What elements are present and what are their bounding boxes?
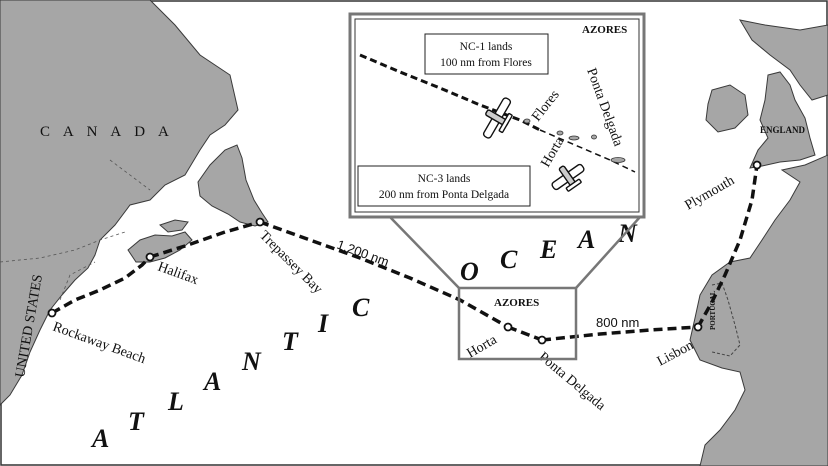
waypoint-trepassey	[255, 217, 265, 227]
route-waypoints	[47, 160, 762, 345]
great-britain	[749, 71, 816, 169]
route-rockaway-halifax	[51, 255, 152, 315]
provincial-borders	[0, 159, 151, 301]
ocean-letter: I	[317, 309, 329, 338]
country-label-canada: C A N A D A	[40, 124, 174, 140]
azores-locator-box	[457, 286, 578, 361]
ocean-letter: C	[352, 293, 370, 322]
ireland	[705, 84, 749, 133]
route-azores-lisbon	[541, 325, 699, 342]
country-label-portugal: PORTUGAL	[709, 290, 717, 330]
nc1-callout-box	[424, 33, 549, 75]
waypoint-ponta-delgada	[537, 335, 547, 345]
waypoint-rockaway	[47, 308, 57, 318]
inset-islands	[523, 118, 626, 163]
azores-inset: AZORES Flores Horta Ponta Delgada	[348, 12, 646, 219]
newfoundland	[197, 144, 269, 227]
waypoint-plymouth	[752, 160, 762, 170]
nc1-callout-line1: NC-1 lands	[460, 41, 513, 53]
inset-title: AZORES	[582, 24, 627, 36]
waypoint-lisbon	[693, 322, 703, 332]
route-halifax-trepassey	[149, 220, 261, 259]
country-label-england: ENGLAND	[760, 125, 806, 135]
inset-connector-lines	[389, 216, 641, 289]
waypoint-horta	[503, 322, 513, 332]
ocean-letter: T	[282, 327, 299, 356]
atlantic-ocean-label: A T L A N T I C O C E A N	[90, 219, 638, 453]
nc1-plane-icon	[482, 97, 513, 139]
north-america-landmass	[0, 0, 269, 406]
europe-landmass	[689, 19, 828, 466]
ocean-letter: T	[128, 407, 145, 436]
ocean-letter: O	[460, 257, 479, 286]
route-horta-pontadelgada	[507, 325, 543, 342]
continental-europe	[689, 154, 828, 466]
route-lisbon-plymouth	[696, 164, 759, 328]
azores-locator-label: AZORES	[494, 297, 539, 309]
nc3-plane-icon	[551, 163, 585, 192]
ocean-letter: A	[202, 367, 221, 396]
waypoint-halifax	[145, 252, 155, 262]
flight-route	[51, 164, 759, 342]
ocean-letter: C	[500, 245, 518, 274]
ocean-letter: L	[167, 387, 184, 416]
inset-route-nc1	[359, 53, 541, 132]
nc1-callout-line2: 100 nm from Flores	[440, 57, 532, 69]
ocean-letter: A	[576, 225, 595, 254]
inset-route-nc3	[539, 129, 636, 173]
ocean-letter: E	[539, 235, 557, 264]
nc3-callout-line2: 200 nm from Ponta Delgada	[379, 189, 509, 201]
nc3-callout-box	[357, 165, 531, 207]
route-trepassey-azores	[259, 220, 509, 329]
distance-label-800nm: 800 nm	[596, 315, 639, 330]
scandinavia	[738, 19, 828, 101]
nc3-callout-line1: NC-3 lands	[418, 173, 471, 185]
ocean-letter: A	[90, 424, 109, 453]
ocean-letter: N	[241, 347, 262, 376]
